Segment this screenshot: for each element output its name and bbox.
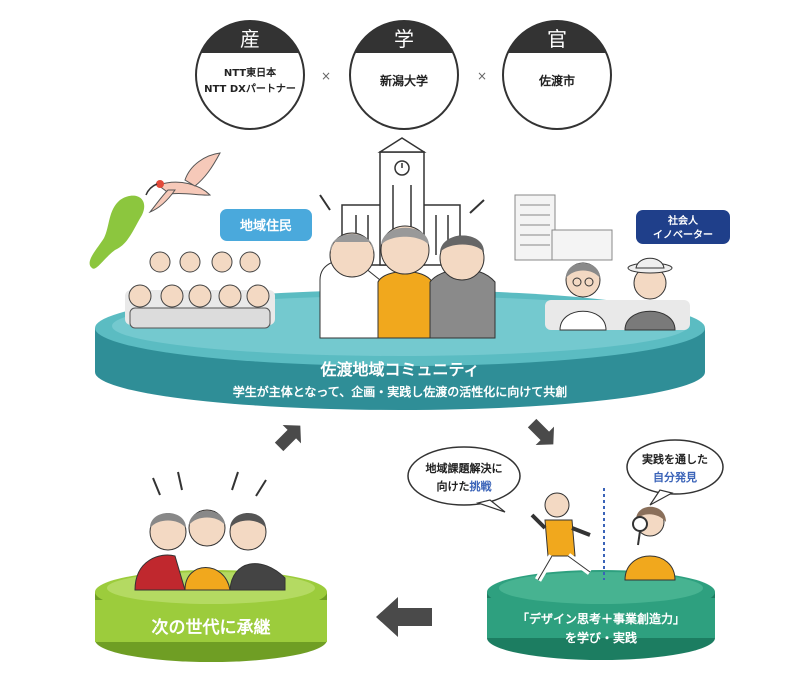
bottom-right-platform-line2: を学び・実践 (565, 630, 637, 645)
partner-industry: 産 NTT東日本 NTT DXパートナー (195, 20, 305, 130)
bubble-discovery-accent: 自分発見 (653, 470, 697, 484)
residents-label: 地域住民 (240, 218, 292, 234)
bubble-challenge-line2: 向けた挑戦 (437, 479, 493, 493)
top-platform-title: 佐渡地域コミュニティ (319, 360, 479, 379)
bubble-challenge-plain: 向けた (437, 479, 470, 493)
partner-header-industry: 産 (240, 27, 260, 51)
partner-name-ntt-dx: NTT DXパートナー (204, 83, 296, 95)
innovators-group (545, 257, 690, 331)
arrow-down-right-icon (527, 418, 555, 446)
partner-academia: 学 新潟大学 (349, 20, 459, 130)
times-symbol-2: × (477, 69, 487, 83)
students-bottom-group (134, 471, 286, 591)
innovators-label-line1: 社会人 (667, 214, 699, 227)
bubble-challenge-accent: 挑戦 (470, 479, 493, 493)
residents-label-bg (220, 209, 312, 241)
arrow-up-right-icon (274, 424, 302, 452)
partner-header-academia: 学 (394, 27, 414, 51)
bubble-discovery (626, 439, 724, 506)
bubble-challenge (407, 446, 521, 513)
ibis-bird-icon (145, 152, 221, 214)
top-platform-subtitle: 学生が主体となって、企画・実践し佐渡の活性化に向けて共創 (233, 384, 567, 399)
partner-name-niigata-univ: 新潟大学 (380, 73, 428, 88)
innovators-label-line2: イノベーター (653, 229, 713, 241)
partner-header-government: 官 (547, 27, 567, 51)
partner-government: 官 佐渡市 (502, 20, 612, 130)
student-running-figure (530, 492, 593, 582)
bottom-right-platform-line1: 「デザイン思考＋事業創造力」 (517, 611, 685, 626)
sado-island-icon (89, 195, 145, 269)
innovators-label-bg (636, 210, 730, 244)
student-magnifier-figure (624, 506, 676, 581)
times-symbol-1: × (321, 69, 331, 83)
bottom-left-platform-title: 次の世代に承継 (152, 617, 271, 638)
office-buildings-icon (514, 194, 613, 261)
partner-name-sado-city: 佐渡市 (538, 73, 575, 88)
residents-group (125, 251, 275, 329)
arrow-left-icon (376, 597, 432, 637)
bubble-challenge-line1: 地域課題解決に (426, 461, 503, 475)
partner-name-ntt-east: NTT東日本 (224, 66, 277, 79)
bubble-discovery-line1: 実践を通した (642, 452, 708, 466)
students-top-group (319, 194, 496, 339)
